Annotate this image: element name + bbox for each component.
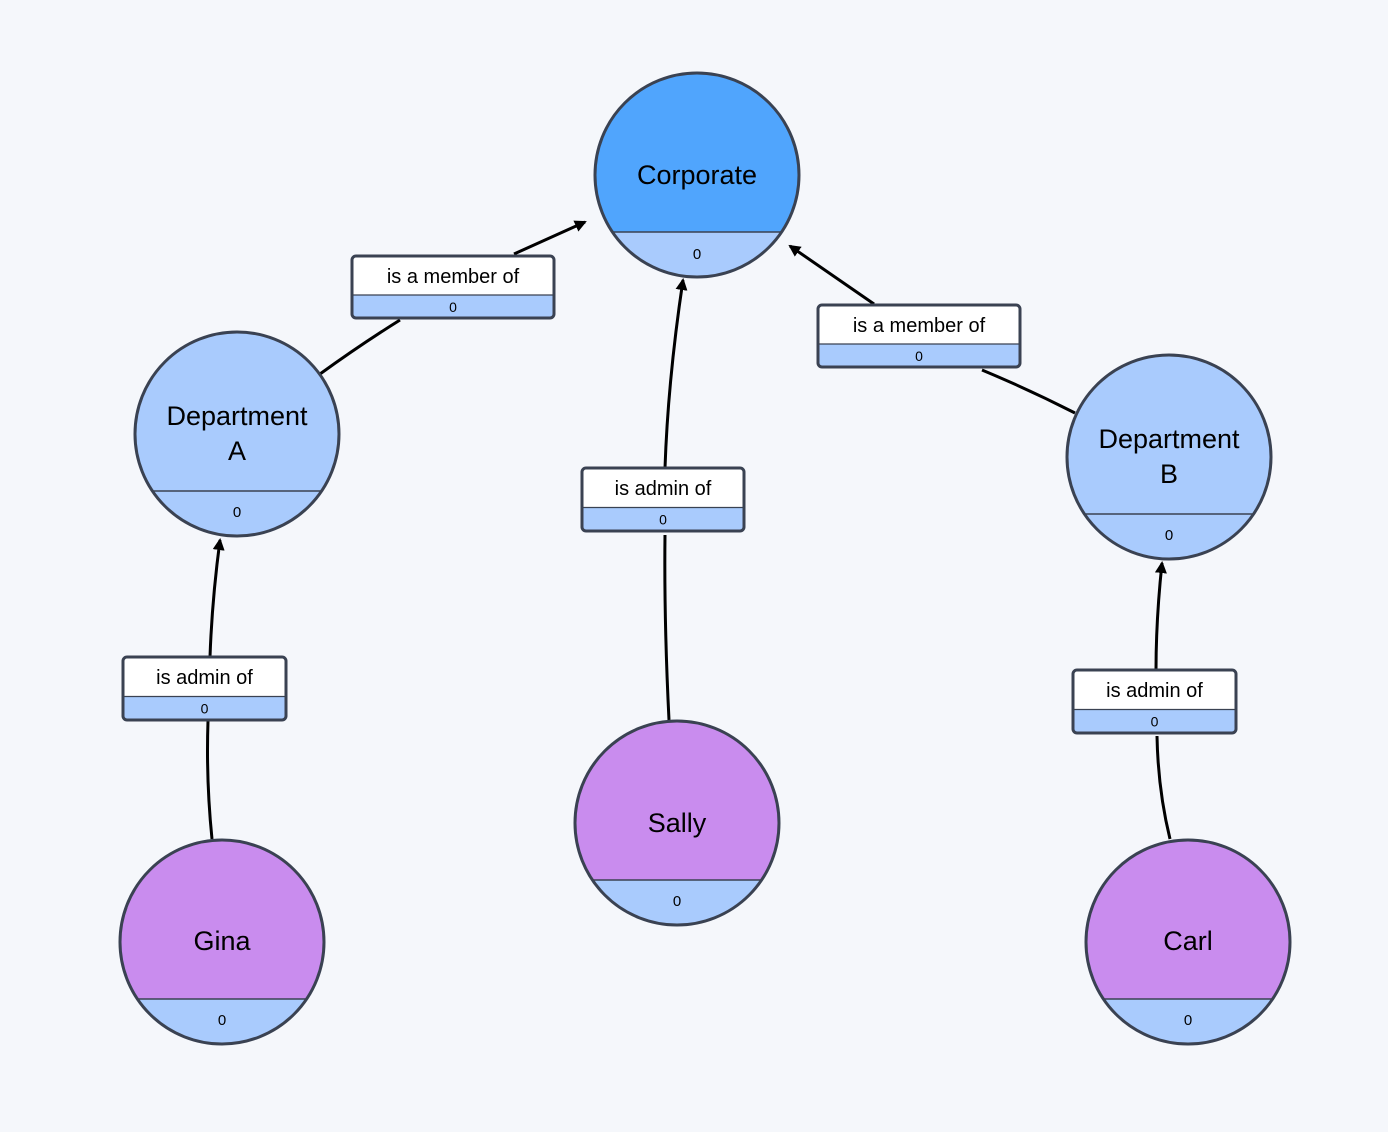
edge-label-text: is a member of bbox=[853, 315, 986, 337]
edge-dept-b-to-corporate[interactable] bbox=[790, 246, 1076, 415]
edge-count-text: 0 bbox=[449, 299, 457, 315]
node-gina[interactable]: Gina 0 bbox=[118, 838, 326, 1046]
edge-label-text: is admin of bbox=[615, 478, 712, 500]
edge-count-text: 0 bbox=[1151, 714, 1159, 730]
node-body bbox=[120, 840, 324, 999]
edge-label-text: is admin of bbox=[1106, 680, 1203, 702]
edge-label-box-top bbox=[352, 256, 554, 295]
edge-label-box-bottom bbox=[1073, 709, 1236, 733]
node-count: 0 bbox=[673, 893, 681, 910]
edge-label-outline bbox=[1071, 668, 1238, 735]
node-sally[interactable]: Sally 0 bbox=[573, 719, 781, 927]
edge-label-box-bottom bbox=[818, 344, 1020, 367]
edge-carl-to-dept-b[interactable] bbox=[1156, 563, 1170, 840]
node-corporate[interactable]: Corporate 0 bbox=[593, 71, 801, 279]
node-label: A bbox=[228, 436, 246, 466]
node-outline bbox=[1065, 353, 1273, 561]
edge-count-text: 0 bbox=[915, 348, 923, 364]
edge-label-sally-to-corporate[interactable]: is admin of 0 bbox=[580, 466, 746, 533]
edge-label-dept-b-to-corporate[interactable]: is a member of 0 bbox=[816, 303, 1022, 369]
edge-label-outline bbox=[350, 254, 556, 320]
edge-label-outline bbox=[121, 655, 288, 722]
node-count: 0 bbox=[693, 246, 701, 263]
node-label: Department bbox=[166, 401, 308, 431]
edge-label-box-top bbox=[818, 305, 1020, 344]
node-label: Corporate bbox=[637, 160, 757, 190]
node-count: 0 bbox=[218, 1012, 226, 1029]
edge-label-box-top bbox=[582, 468, 744, 508]
edge-label-box-top bbox=[1073, 670, 1236, 710]
edge-count-text: 0 bbox=[659, 512, 667, 528]
node-body bbox=[575, 721, 779, 880]
node-label: Sally bbox=[648, 808, 707, 838]
node-outline bbox=[573, 719, 781, 927]
edge-label-gina-to-dept-a[interactable]: is admin of 0 bbox=[121, 655, 288, 722]
edge-label-text: is a member of bbox=[387, 266, 520, 288]
edge-gina-to-dept-a[interactable] bbox=[206, 540, 221, 840]
edge-sally-to-corporate[interactable] bbox=[663, 280, 683, 721]
node-carl[interactable]: Carl 0 bbox=[1084, 838, 1292, 1046]
edge-label-dept-a-to-corporate[interactable]: is a member of 0 bbox=[350, 254, 556, 320]
node-label: Carl bbox=[1163, 926, 1213, 956]
node-count: 0 bbox=[233, 504, 241, 521]
node-outline bbox=[593, 71, 801, 279]
edge-label-box-bottom bbox=[352, 295, 554, 318]
node-outline bbox=[133, 330, 341, 538]
edge-dept-a-to-corporate[interactable] bbox=[319, 222, 585, 376]
node-label: B bbox=[1160, 459, 1178, 489]
edge-label-outline bbox=[816, 303, 1022, 369]
edge-label-box-bottom bbox=[582, 507, 744, 531]
edge-label-text: is admin of bbox=[156, 667, 253, 689]
node-count: 0 bbox=[1184, 1012, 1192, 1029]
node-outline bbox=[118, 838, 326, 1046]
node-body bbox=[595, 73, 799, 232]
node-label: Gina bbox=[193, 926, 251, 956]
nodes-layer: Corporate0DepartmentA0DepartmentB0Sally0… bbox=[118, 71, 1292, 1046]
node-count: 0 bbox=[1165, 527, 1173, 544]
node-body bbox=[1086, 840, 1290, 999]
edge-label-box-top bbox=[123, 657, 286, 697]
edge-count-text: 0 bbox=[201, 701, 209, 717]
edge-label-outline bbox=[580, 466, 746, 533]
node-outline bbox=[1084, 838, 1292, 1046]
edge-label-box-bottom bbox=[123, 696, 286, 720]
edges-layer bbox=[206, 222, 1171, 840]
edge-label-carl-to-dept-b[interactable]: is admin of 0 bbox=[1071, 668, 1238, 735]
node-label: Department bbox=[1098, 424, 1240, 454]
